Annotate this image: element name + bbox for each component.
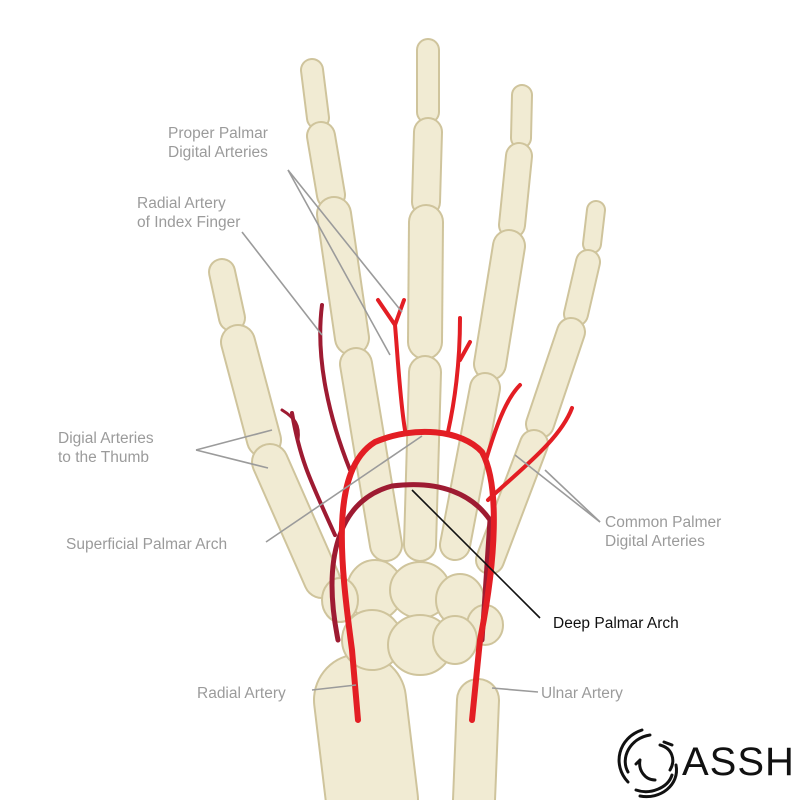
bone-middle-metacarpal [405,357,440,560]
bone-little-proximal [527,319,584,437]
bone-little-distal [584,202,604,252]
bone-ring-metacarpal [441,374,499,559]
label-proper-palmar-2: Digital Arteries [168,144,268,161]
ulnar-digital-artery [486,406,574,502]
bone-little-middle [565,251,599,325]
bone-index-middle [308,123,344,208]
label-thumb-2: to the Thumb [58,449,149,466]
bone-thumb-distal [210,260,244,330]
deep-palmar-arch [329,482,493,643]
common-digital-artery-3 [484,383,522,462]
thumb-artery-branch [280,408,300,442]
label-common-palmer-1: Common Palmer [605,514,721,531]
assh-logo: ASSH [617,728,795,799]
bone-ulna [454,680,498,800]
bone-index-metacarpal [341,349,401,560]
label-radial-artery: Radial Artery [197,685,286,702]
labels: Proper Palmar Digital Arteries Radial Ar… [58,125,721,702]
radial-index-artery [318,303,352,472]
label-common-palmer-2: Digital Arteries [605,533,705,550]
carpal-bone-8 [321,577,359,623]
superficial-palmar-arch [338,428,497,723]
label-radial-index-2: of Index Finger [137,214,240,231]
hand-bones [208,38,606,800]
common-digital-artery-1 [376,298,407,432]
bone-ring-middle [500,144,531,237]
label-ulnar-artery: Ulnar Artery [541,685,623,702]
carpal-bone-7 [432,615,478,665]
label-radial-index-1: Radial Artery [137,195,226,212]
swirl-logo-icon [617,728,678,799]
bone-index-proximal [318,198,368,354]
bone-ring-distal [512,86,531,147]
label-proper-palmar-1: Proper Palmar [168,125,268,142]
label-deep-arch: Deep Palmar Arch [553,615,679,632]
bone-ring-proximal [475,231,524,379]
common-digital-artery-2 [446,316,472,434]
bone-index-distal [302,60,328,128]
logo-text: ASSH [682,740,795,784]
bone-radius [315,655,417,800]
bone-thumb-proximal [222,326,280,456]
bone-middle-proximal [409,206,442,358]
arteries [280,298,574,723]
leader-lines [195,169,601,693]
bone-middle-middle [413,119,441,215]
label-thumb-1: Digial Arteries [58,430,154,447]
label-superficial-arch: Superficial Palmar Arch [66,536,227,553]
thumb-digital-artery [290,411,337,537]
